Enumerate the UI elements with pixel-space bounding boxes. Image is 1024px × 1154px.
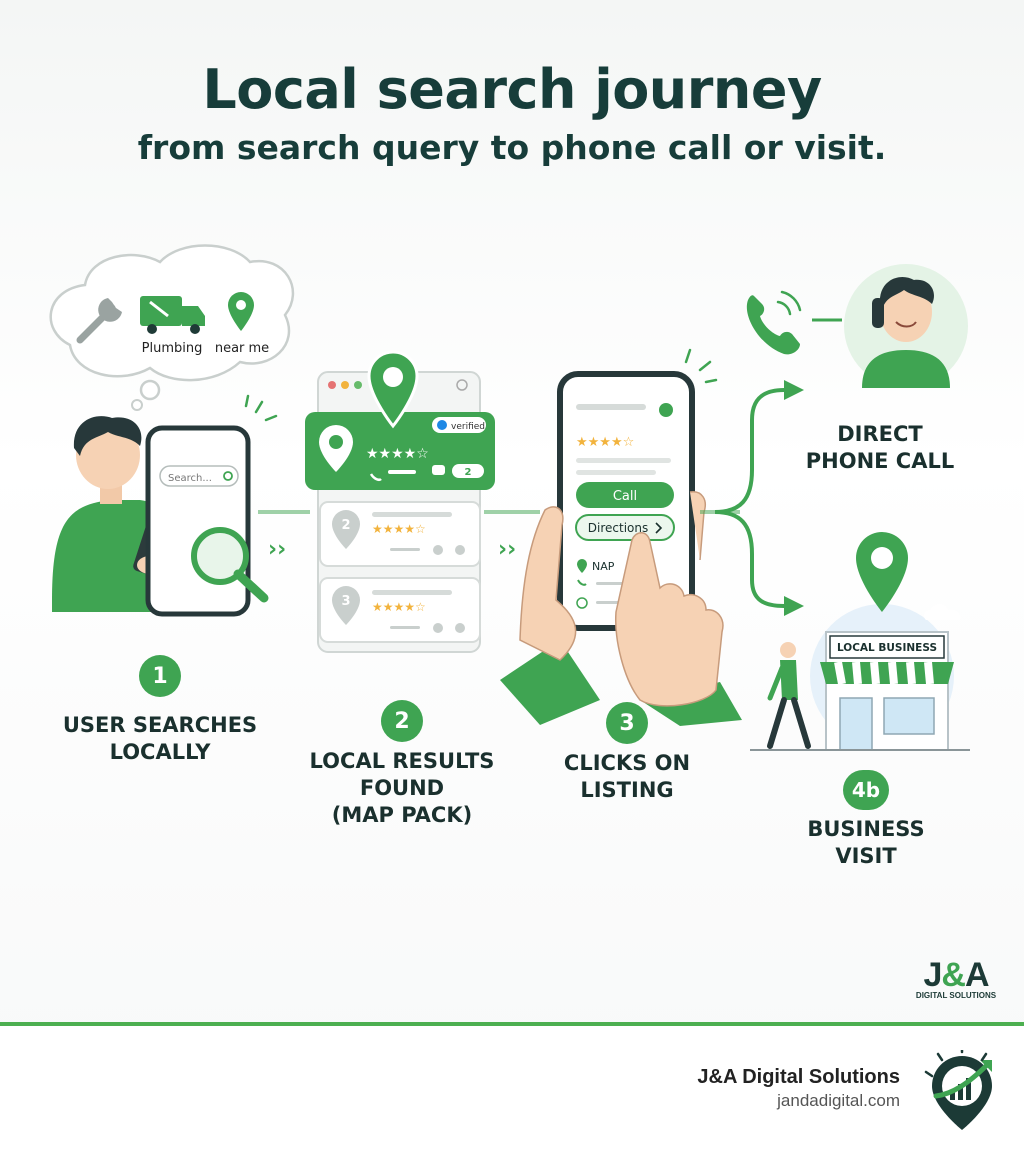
chat-icon [432, 465, 445, 475]
verified-badge: verified [451, 422, 485, 432]
connector-arrow-2: ›› [484, 510, 540, 562]
svg-text:››: ›› [498, 537, 516, 562]
call-button[interactable] [576, 482, 674, 508]
directions-button[interactable] [575, 514, 675, 541]
bubble-label-near-me: near me [215, 341, 269, 356]
svg-text:★★★★☆: ★★★★☆ [372, 600, 426, 614]
svg-text:★★★★☆: ★★★★☆ [372, 522, 426, 536]
step4a-label-line2: PHONE CALL [806, 449, 954, 473]
result-rank-2: 2 [341, 518, 350, 533]
check-badge-icon [659, 403, 673, 417]
step4a-label-line1: DIRECT [837, 422, 923, 446]
step4b-illustration: LOCAL BUSINESS [750, 532, 970, 751]
brand-logo-text: J&A [906, 956, 1006, 995]
footer [0, 1026, 1024, 1154]
storefront-icon: LOCAL BUSINESS [750, 631, 970, 751]
search-icon [191, 527, 269, 603]
phone-search-placeholder: Search... [168, 473, 212, 484]
svg-text:››: ›› [268, 537, 286, 562]
bubble-label-plumbing: Plumbing [142, 341, 203, 356]
step4b-label-line2: VISIT [835, 844, 897, 868]
step3-label: CLICKS ON LISTING [530, 750, 724, 804]
step3-illustration: ★★★★☆ Call Directions NAP [500, 348, 742, 726]
call-button-label: Call [613, 489, 637, 504]
logo-ampersand: & [941, 956, 966, 994]
wrench-icon [76, 298, 122, 344]
step1-label-line1: USER SEARCHES [62, 713, 258, 737]
step3-label-line1: CLICKS ON [563, 751, 691, 775]
thought-bubble: Plumbing near me [49, 244, 295, 411]
result-rank-3: 3 [341, 594, 350, 609]
footer-logo-icon [924, 1050, 992, 1130]
map-pin-icon [319, 425, 353, 472]
map-pin-icon [577, 559, 587, 573]
step2-illustration: verified ★★★★☆ 2 2 ★★★★☆ 3 ★★★★☆ [305, 350, 495, 653]
step1-label-line2: LOCALLY [109, 740, 211, 764]
step3-label-line2: LISTING [580, 778, 674, 802]
featured-count: 2 [465, 467, 472, 478]
step2-label-line1: LOCAL RESULTS [309, 749, 495, 773]
map-pin-icon [228, 292, 254, 331]
page-title: Local search journey [202, 58, 822, 121]
step2-label-line3: (MAP PACK) [331, 803, 473, 827]
step1-number: 1 [139, 655, 181, 697]
truck-icon [140, 296, 205, 334]
step4b-label-line1: BUSINESS [807, 817, 925, 841]
check-badge-icon [437, 420, 447, 430]
phone-icon [746, 290, 802, 355]
map-pin-icon [367, 350, 419, 429]
step3-number: 3 [606, 702, 648, 744]
walking-person-icon [767, 642, 811, 749]
brand-logo-sub: DIGITAL SOLUTIONS [915, 991, 997, 1000]
globe-icon [576, 597, 588, 609]
page-subtitle: from search query to phone call or visit… [137, 128, 887, 167]
branch-arrows [700, 380, 804, 616]
step4a-illustration [746, 264, 968, 388]
step4b-label: BUSINESS VISIT [766, 816, 966, 870]
store-sign: LOCAL BUSINESS [837, 642, 937, 654]
nap-label: NAP [592, 560, 615, 573]
step1-label: USER SEARCHES LOCALLY [40, 712, 280, 766]
phone-icon [577, 579, 587, 586]
logo-letter-j: J [923, 956, 942, 994]
footer-company-name: J&A Digital Solutions [697, 1066, 900, 1088]
logo-letter-a: A [964, 956, 990, 994]
footer-url[interactable]: jandadigital.com [777, 1091, 900, 1110]
step2-label: LOCAL RESULTS FOUND (MAP PACK) [280, 748, 524, 829]
directions-button-label: Directions [588, 521, 648, 535]
infographic: Local search journey from search query t… [40, 58, 1006, 1000]
map-pin-icon [856, 532, 908, 612]
svg-text:★★★★☆: ★★★★☆ [576, 435, 634, 450]
step4b-number: 4b [843, 770, 889, 810]
illustration-layer: Plumbing near me Search... [49, 244, 970, 751]
brand-logo: J&A DIGITAL SOLUTIONS [906, 956, 1006, 1000]
step2-label-line2: FOUND [359, 776, 445, 800]
connector-arrow-1: ›› [258, 510, 310, 562]
step2-number: 2 [381, 700, 423, 742]
footer-divider [0, 1022, 1024, 1026]
step1-illustration: Search... [52, 394, 278, 617]
svg-text:★★★★☆: ★★★★☆ [366, 446, 429, 462]
